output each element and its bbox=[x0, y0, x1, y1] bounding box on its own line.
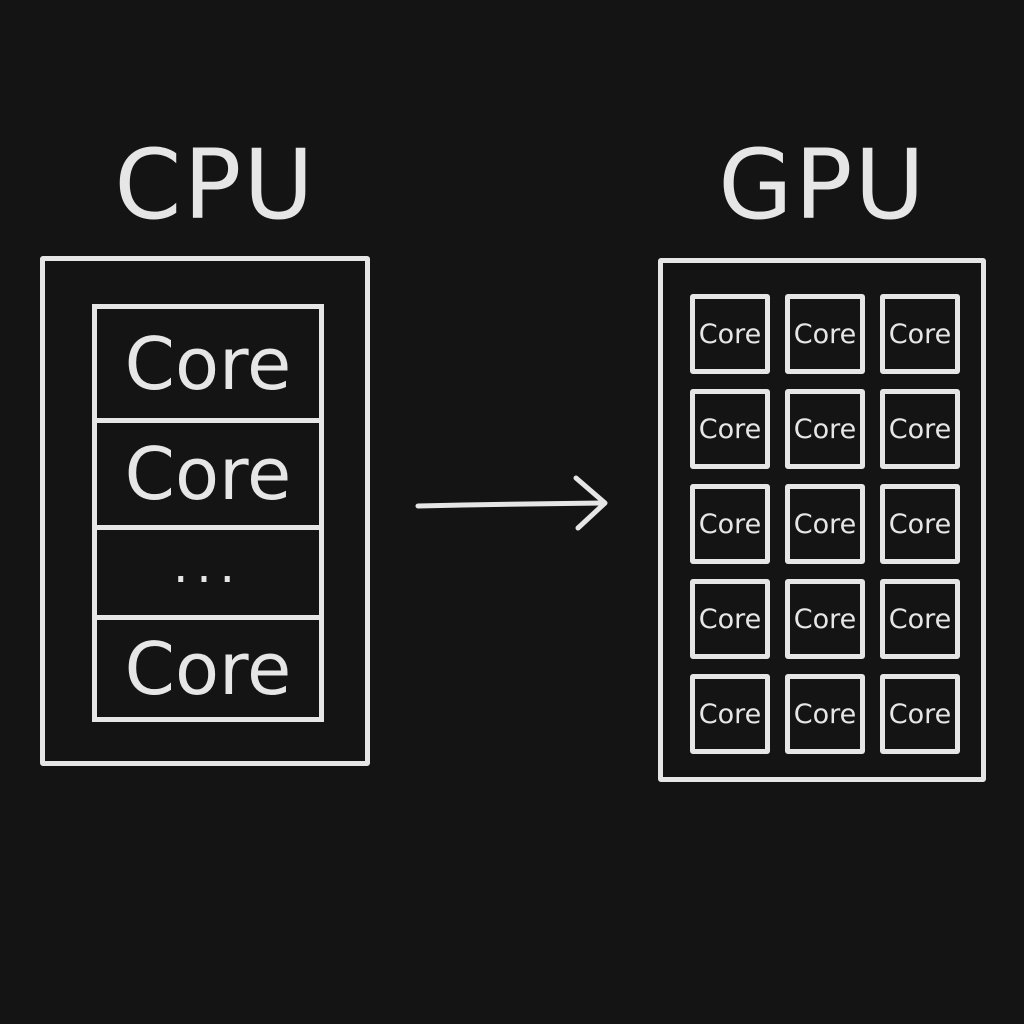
gpu-core: Core bbox=[690, 484, 770, 564]
cpu-core-n: Core bbox=[97, 615, 319, 717]
cpu-title: CPU bbox=[114, 129, 316, 241]
gpu-core: Core bbox=[880, 579, 960, 659]
right-arrow-icon bbox=[415, 475, 608, 531]
cpu-core-2: Core bbox=[97, 418, 319, 525]
gpu-core: Core bbox=[785, 294, 865, 374]
gpu-core: Core bbox=[880, 389, 960, 469]
cpu-box bbox=[40, 256, 370, 766]
gpu-core: Core bbox=[880, 294, 960, 374]
gpu-title: GPU bbox=[718, 129, 927, 241]
gpu-core: Core bbox=[880, 674, 960, 754]
cpu-core-1: Core bbox=[124, 321, 292, 406]
gpu-box bbox=[658, 258, 986, 782]
gpu-core: Core bbox=[785, 579, 865, 659]
cpu-core-stack: Core Core ... Core bbox=[92, 304, 324, 722]
gpu-core: Core bbox=[880, 484, 960, 564]
gpu-core: Core bbox=[690, 579, 770, 659]
cpu-ellipsis: ... bbox=[97, 525, 319, 615]
gpu-core: Core bbox=[785, 389, 865, 469]
gpu-core: Core bbox=[785, 674, 865, 754]
gpu-core: Core bbox=[690, 389, 770, 469]
gpu-core: Core bbox=[785, 484, 865, 564]
gpu-core: Core bbox=[690, 674, 770, 754]
gpu-core: Core bbox=[690, 294, 770, 374]
